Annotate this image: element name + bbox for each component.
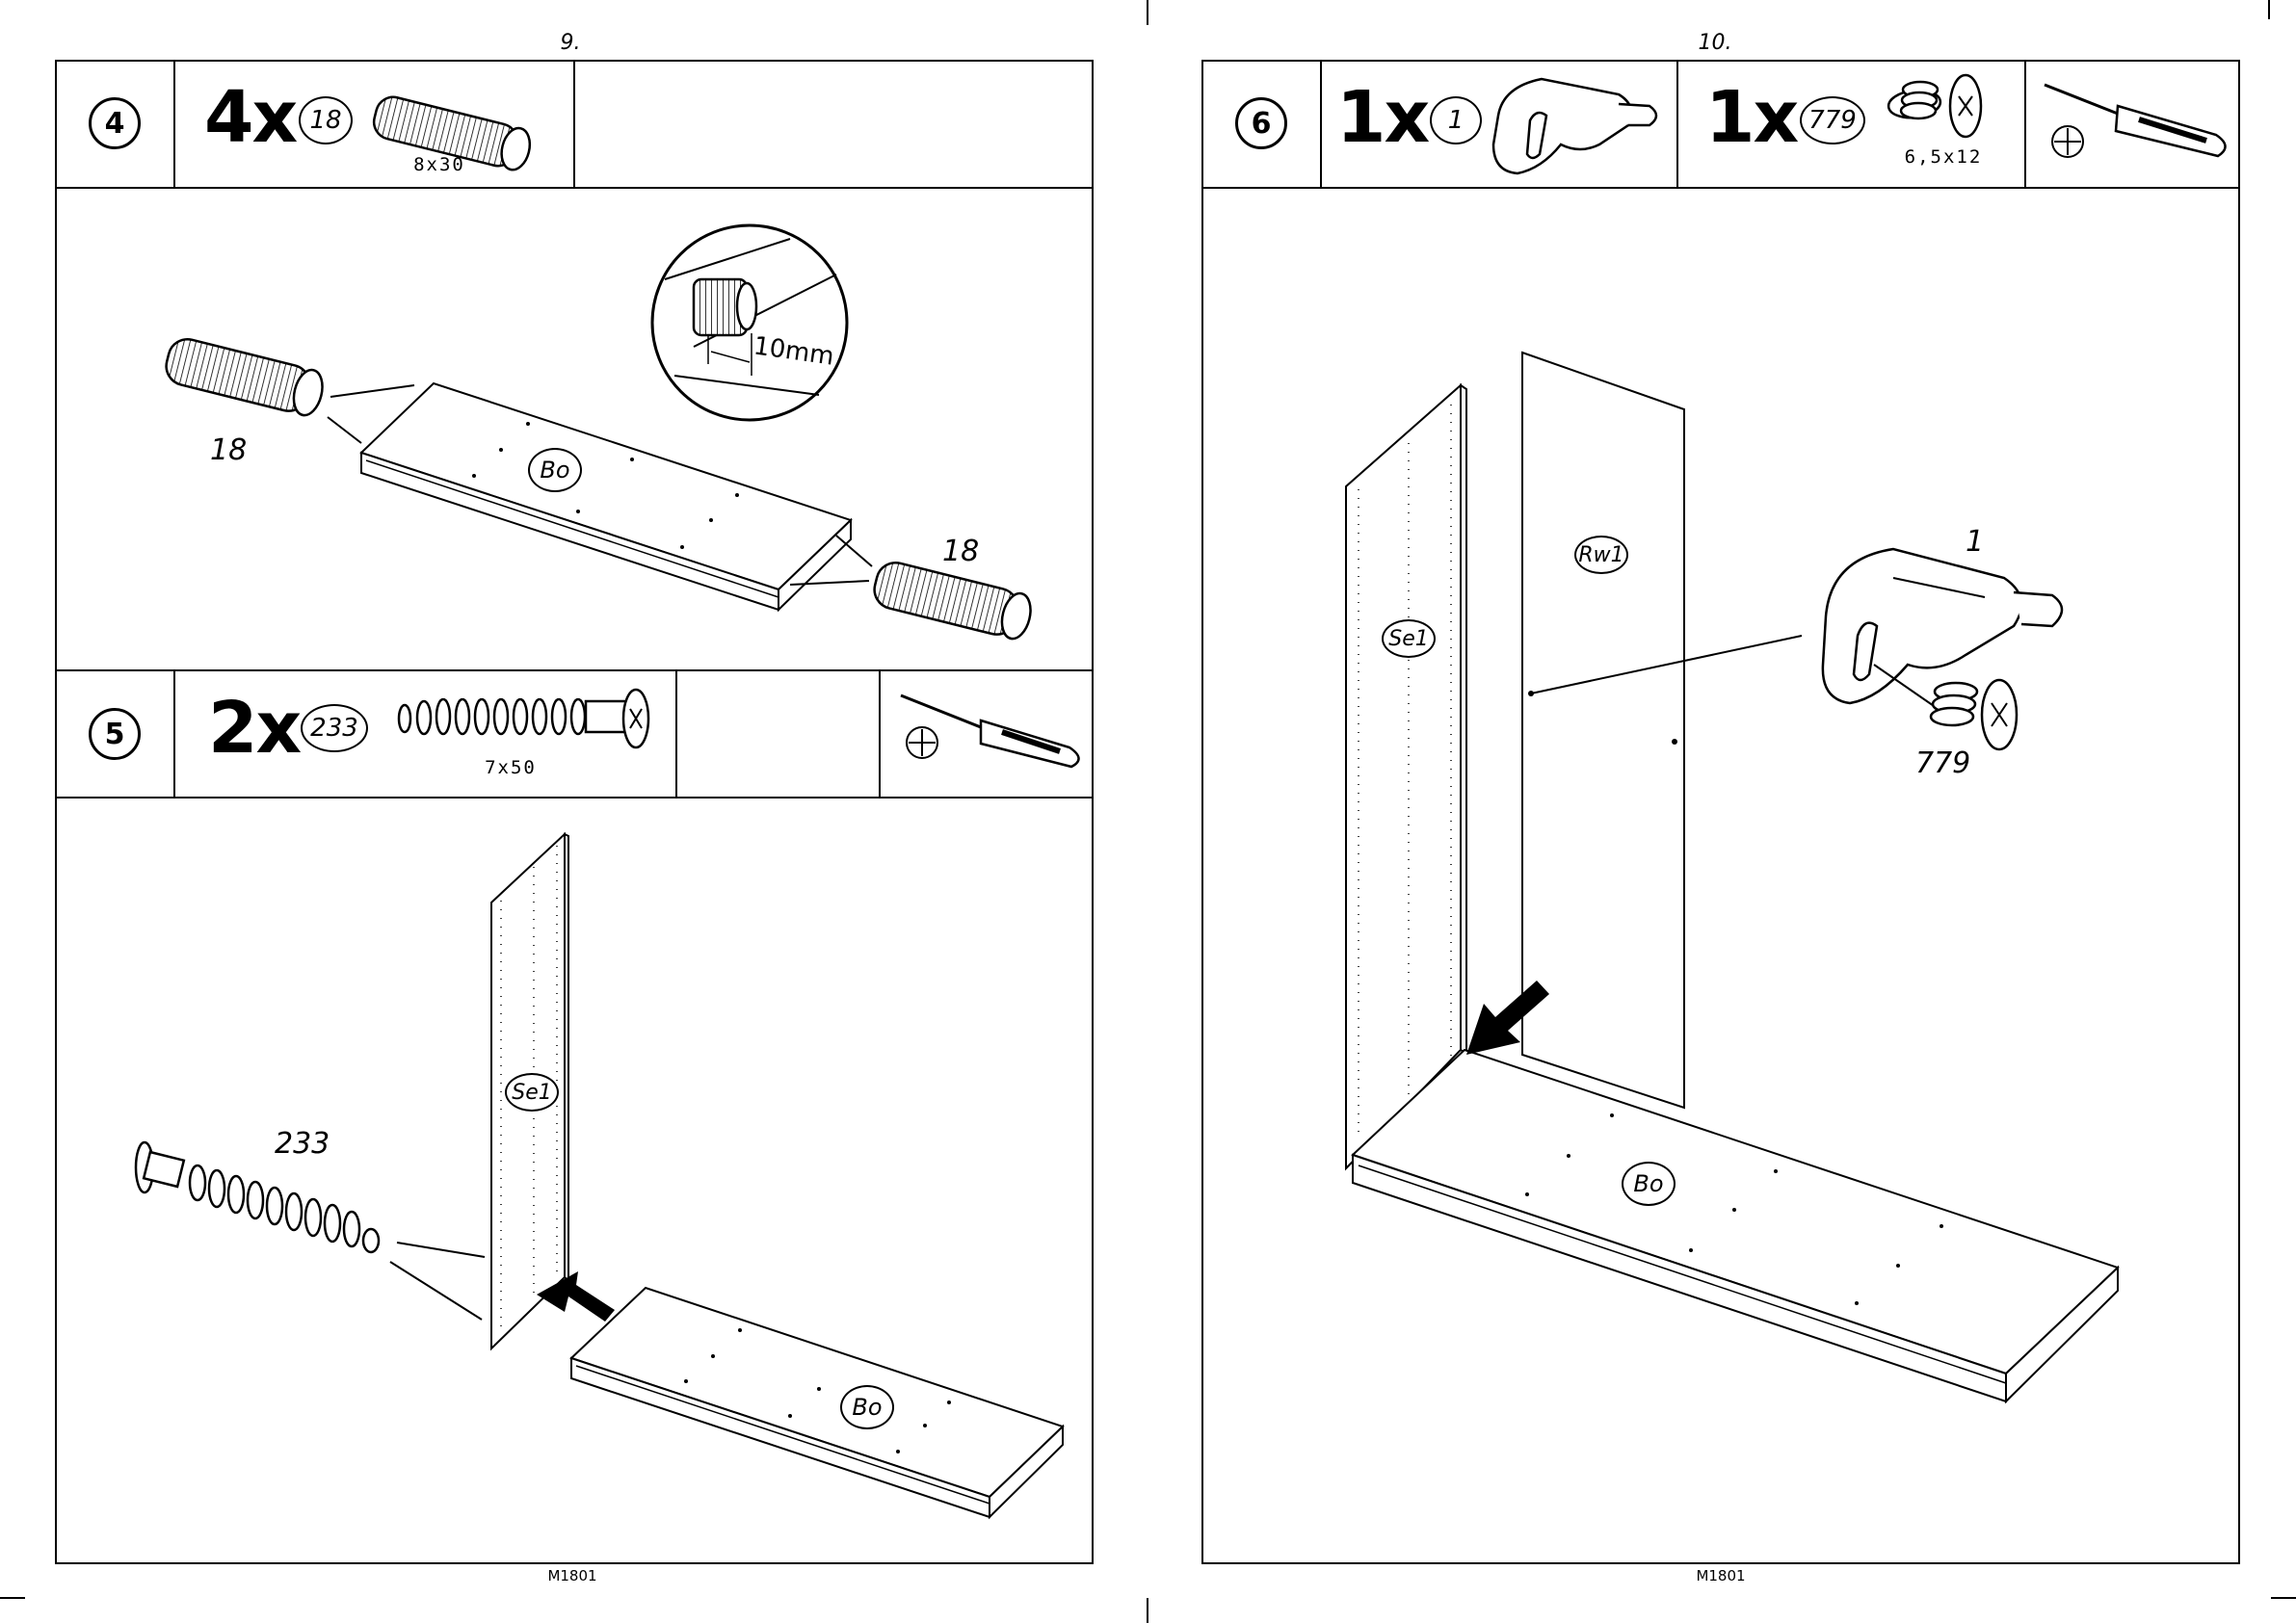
bracket-icon <box>1493 79 1656 173</box>
callout-label: 1 <box>1966 525 1984 559</box>
screw-icon <box>1931 680 2017 749</box>
bracket-icon <box>1823 549 2062 703</box>
part-label: Se1 <box>1382 619 1436 658</box>
side-panel <box>1346 385 1466 1168</box>
part-label: Bo <box>1622 1162 1676 1206</box>
screwdriver-icon <box>2045 85 2226 157</box>
callout-label: 779 <box>1915 746 1970 780</box>
screw-icon <box>1887 75 1981 137</box>
shelf-board <box>1353 1050 2118 1401</box>
part-label: Rw1 <box>1574 536 1628 574</box>
